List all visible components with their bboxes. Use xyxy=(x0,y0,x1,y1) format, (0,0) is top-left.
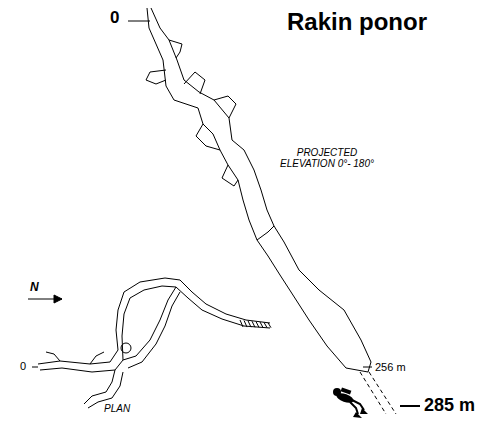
plan-wall xyxy=(38,278,180,364)
side-passage xyxy=(196,124,220,150)
hatch-stroke xyxy=(256,322,259,328)
hatch-stroke xyxy=(248,321,251,327)
sump-dashes xyxy=(360,372,396,414)
entrance-tick xyxy=(32,367,38,368)
diver-fins xyxy=(353,408,368,418)
side-passage xyxy=(222,165,238,186)
side-passage xyxy=(184,72,205,94)
plan-wall xyxy=(90,352,104,364)
hatch-stroke xyxy=(240,320,243,327)
hatch-stroke xyxy=(260,322,263,328)
elevation-walls xyxy=(128,8,420,406)
elevation-left-wall xyxy=(147,8,368,372)
plan-walls xyxy=(28,278,270,408)
hatch-stroke xyxy=(264,322,267,327)
depth-label: 256 m xyxy=(375,361,406,373)
plan-wall xyxy=(40,286,176,372)
depth-label: 0 xyxy=(110,9,119,28)
elevation-right-wall xyxy=(151,8,371,372)
hatch-stroke xyxy=(252,321,255,327)
hatch-stroke xyxy=(268,323,271,328)
plan-wall xyxy=(176,287,270,328)
side-passage xyxy=(169,40,182,58)
plan-wall xyxy=(180,280,270,323)
depth-tick xyxy=(363,367,372,368)
side-passage xyxy=(257,226,274,240)
north-arrow-head xyxy=(54,295,62,303)
side-passage xyxy=(146,70,166,84)
diver-head xyxy=(333,388,341,396)
depth-label: 285 m xyxy=(424,396,475,416)
plan-label: PLAN xyxy=(104,403,130,414)
plan-wall xyxy=(88,372,123,408)
projection-note: PROJECTED ELEVATION 0°- 180° xyxy=(268,147,386,169)
plan-end-hatching xyxy=(240,320,271,328)
dashed-wall xyxy=(369,372,396,414)
diver-tank xyxy=(341,387,352,394)
depth-tick xyxy=(400,405,420,407)
map-title: Rakin ponor xyxy=(287,9,427,35)
side-passage xyxy=(214,96,236,118)
hatch-stroke xyxy=(244,320,247,327)
entrance-label: 0 xyxy=(20,360,26,372)
diver-symbol xyxy=(333,387,368,418)
north-label: N xyxy=(30,281,39,294)
plan-chamber xyxy=(121,343,131,353)
plan-passage xyxy=(128,292,180,368)
depth-tick xyxy=(128,21,150,22)
plan-wall xyxy=(46,352,60,361)
diver-leg xyxy=(350,402,358,414)
